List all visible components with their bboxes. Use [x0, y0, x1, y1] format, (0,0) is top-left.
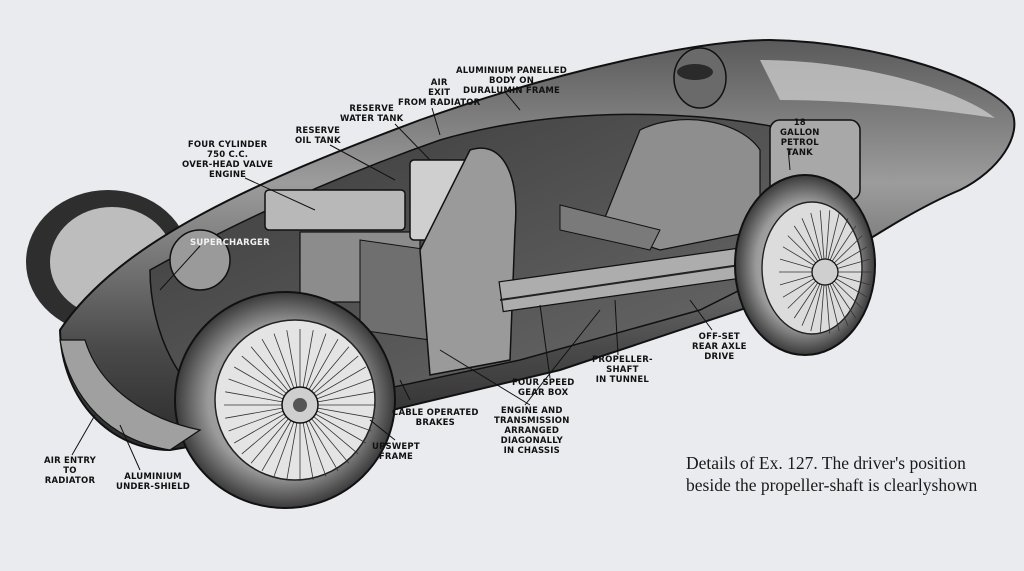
- front-wheel: [174, 291, 396, 509]
- leader-lines: [71, 91, 791, 471]
- engine-block: [169, 159, 481, 341]
- label-supercharger: SUPERCHARGER: [190, 238, 270, 248]
- driver: [559, 47, 761, 251]
- caption-line-1: Details of Ex. 127. The driver's positio…: [686, 453, 966, 473]
- rear-right-wheel: [734, 174, 876, 356]
- bulkhead: [419, 147, 517, 376]
- figure-caption: Details of Ex. 127. The driver's positio…: [686, 452, 977, 496]
- tail-highlight: [760, 60, 995, 118]
- caption-line-2: beside the propeller-shaft is clearlysho…: [686, 475, 978, 495]
- under-shield: [59, 339, 202, 451]
